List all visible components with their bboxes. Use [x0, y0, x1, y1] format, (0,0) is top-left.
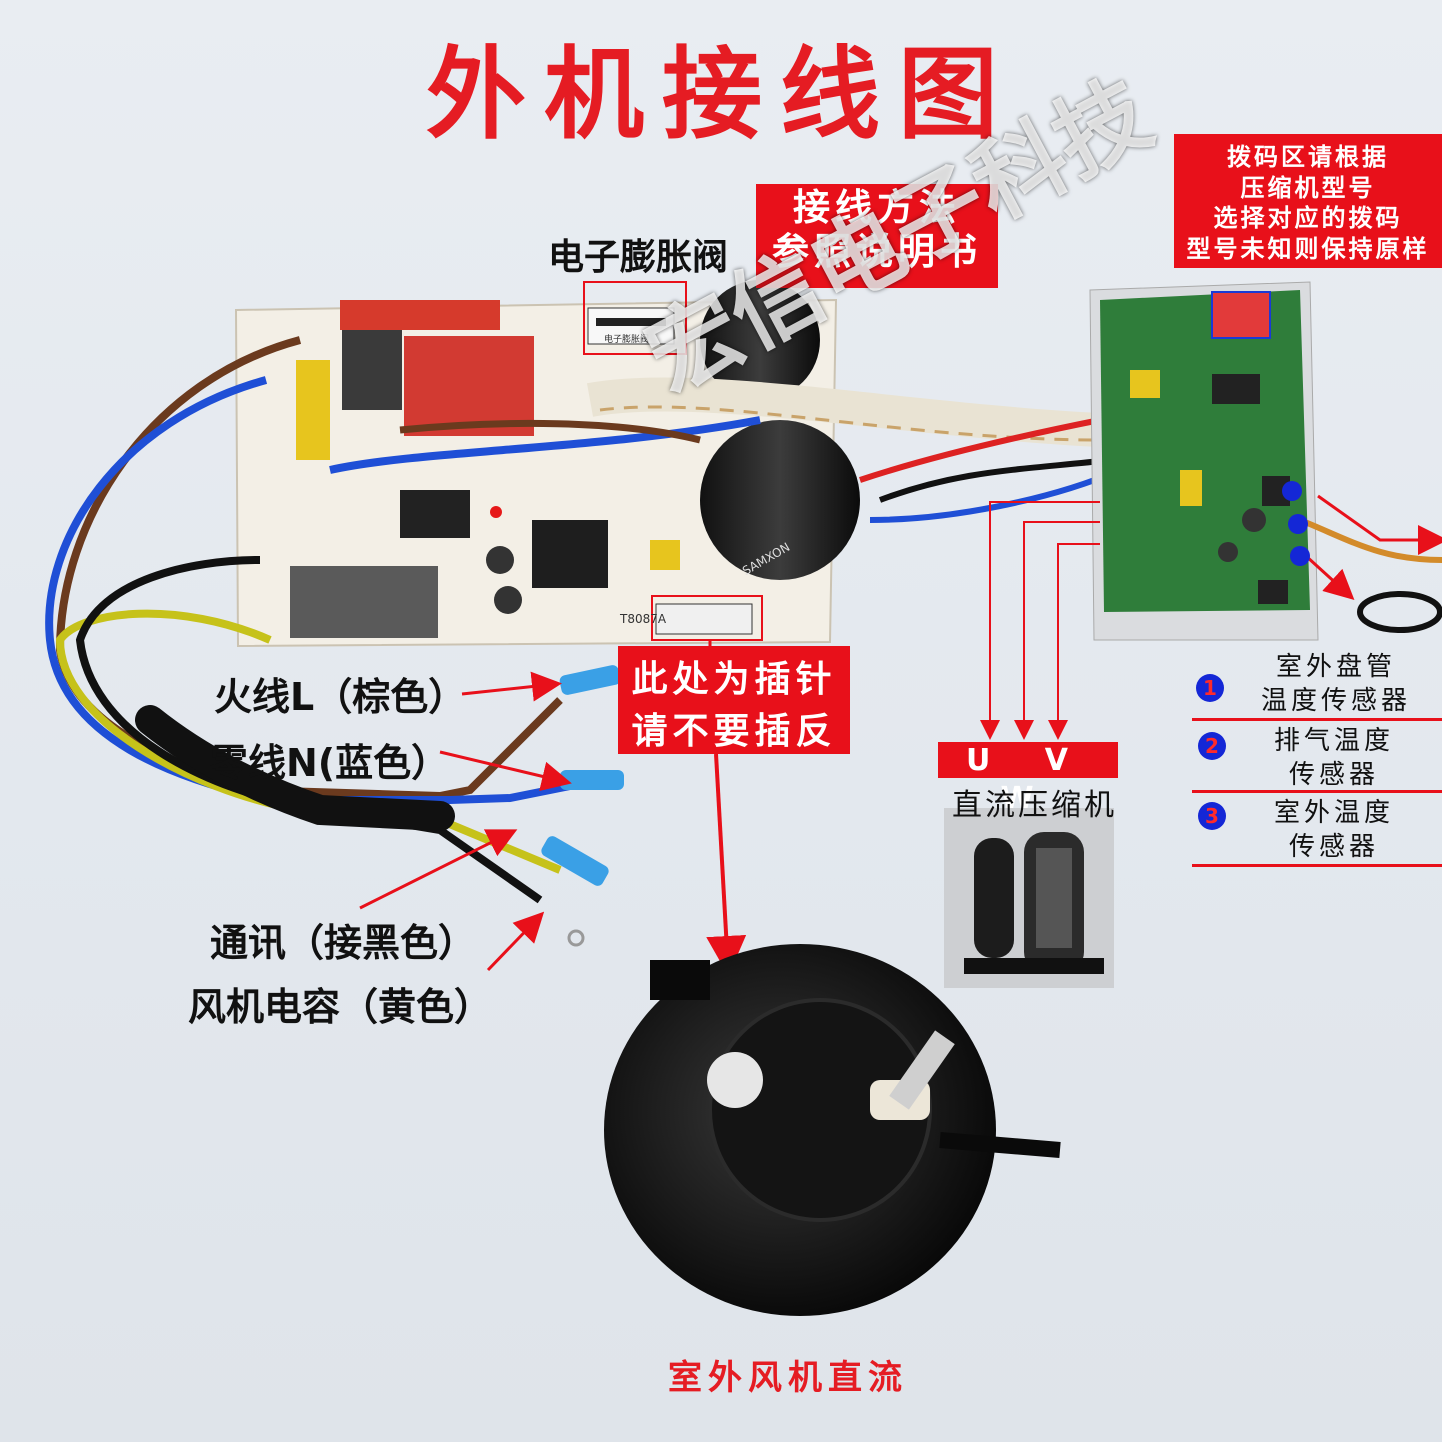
valve-silkscreen-print: 电子膨胀阀: [604, 335, 650, 345]
pin-warning-box: 此处为插针 请不要插反: [618, 646, 850, 754]
ic-chip: [400, 490, 470, 538]
valve-connector-highlight: [583, 281, 687, 355]
sensor-3-label: 室外温度 传感器: [1234, 796, 1434, 864]
capacitor-top: [700, 280, 820, 400]
sensor-1-line-2: 温度传感器: [1260, 686, 1411, 716]
ring-terminal: [567, 929, 585, 947]
sensor-separator-3: [1192, 864, 1442, 867]
sensor-separator-1: [1192, 718, 1442, 721]
terminal-comm: [541, 836, 609, 886]
wiring-method-line-1: 接线方法: [793, 186, 961, 229]
sensor-1-line-1: 室外盘管: [1275, 652, 1396, 682]
fan-pin-highlight: [651, 595, 763, 641]
relay: [404, 336, 534, 436]
neutral-wire-label: 零线N(蓝色）: [210, 741, 450, 785]
sensor-badge-2: 2: [1198, 732, 1226, 760]
page-title: 外机接线图: [426, 36, 1016, 153]
bridge-rectifier: [290, 566, 438, 638]
terminal-live: [559, 665, 621, 695]
sensor-badge-3: 3: [1198, 802, 1226, 830]
dip-switch: [1211, 291, 1271, 339]
sensor-separator-2: [1192, 790, 1442, 793]
expansion-valve-label: 电子膨胀阀: [548, 237, 729, 278]
fan-capacitor-wire-label: 风机电容（黄色）: [188, 985, 493, 1029]
pin-warning-line-1: 此处为插针: [631, 659, 837, 700]
compressor-terminals-label: U V W: [938, 742, 1118, 816]
black-sleeve: [135, 705, 455, 831]
dip-note-line-3: 选择对应的拨码: [1213, 204, 1403, 233]
sensor-2-label: 排气温度 传感器: [1234, 724, 1434, 792]
dip-switch-note: 拨码区请根据 压缩机型号 选择对应的拨码 型号未知则保持原样: [1174, 134, 1442, 268]
sensor-2-line-1: 排气温度: [1273, 726, 1394, 756]
pin-warning-line-2: 请不要插反: [631, 711, 837, 753]
live-wire-label: 火线L（棕色）: [214, 675, 467, 719]
wiring-method-box: 接线方法 参照说明书: [756, 184, 998, 288]
fan-motor-label: 室外风机直流: [668, 1358, 908, 1398]
comm-wire-label: 通讯（接黑色）: [210, 921, 477, 965]
sensor-2-line-2: 传感器: [1288, 760, 1379, 790]
transformer: [342, 330, 402, 410]
compressor-label: 直流压缩机: [952, 788, 1117, 823]
dip-note-line-1: 拨码区请根据: [1227, 143, 1389, 171]
fuse-resistor: [340, 300, 500, 330]
sensor-badge-1: 1: [1196, 674, 1224, 702]
terminal-neutral: [560, 770, 624, 790]
dip-note-line-2: 压缩机型号: [1240, 173, 1376, 202]
sensor-3-line-2: 传感器: [1288, 832, 1379, 862]
dip-note-line-4: 型号未知则保持原样: [1186, 235, 1430, 264]
capacitor-bottom: [700, 420, 860, 580]
fan-motor-image: [604, 944, 1061, 1316]
wiring-method-line-2: 参照说明书: [772, 230, 982, 274]
sensor-3-line-1: 室外温度: [1273, 798, 1394, 828]
switching-transformer: [532, 520, 608, 588]
driver-board: [1089, 281, 1319, 641]
x-capacitor: [296, 360, 330, 460]
sensor-1-label: 室外盘管 温度传感器: [1236, 650, 1436, 718]
harness-sleeve: [586, 377, 1101, 447]
board-model-print: T8087A: [620, 612, 667, 626]
compressor-image: [944, 808, 1114, 988]
